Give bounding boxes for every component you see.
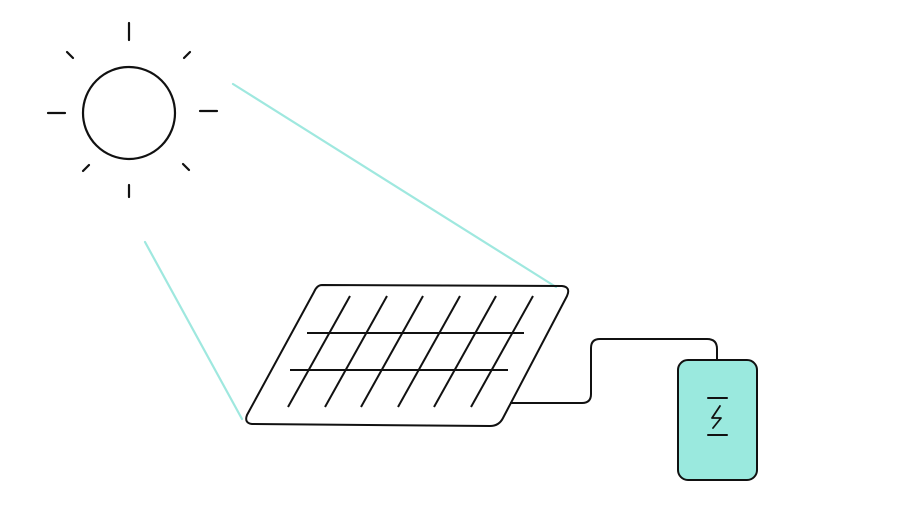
panel-grid-vertical-3 — [360, 295, 424, 408]
sun-ray-top-right — [182, 50, 192, 60]
solar-panel-grid — [287, 295, 534, 408]
panel-grid-vertical-4 — [397, 295, 461, 408]
solar-panel-icon — [245, 284, 570, 427]
panel-grid-vertical-1 — [287, 295, 351, 408]
light-beam-upper — [231, 82, 558, 289]
panel-grid-vertical-5 — [433, 295, 497, 408]
solar-panel-frame — [245, 284, 570, 427]
charging-cable — [510, 338, 718, 404]
lightning-bolt — [711, 405, 722, 429]
light-beams — [143, 82, 558, 421]
battery-body — [677, 359, 758, 481]
sun-ray-bottom-left — [81, 163, 91, 173]
panel-grid-vertical-6 — [470, 295, 534, 408]
sun-icon — [46, 21, 219, 199]
lightning-bolt-icon — [707, 397, 728, 436]
sun-ray-bottom-right — [181, 162, 191, 172]
light-beam-lower — [143, 240, 244, 421]
panel-grid-vertical-2 — [324, 295, 388, 408]
sun-ray-top-left — [65, 50, 75, 60]
sun-disc — [81, 65, 177, 161]
battery-icon — [677, 359, 758, 481]
